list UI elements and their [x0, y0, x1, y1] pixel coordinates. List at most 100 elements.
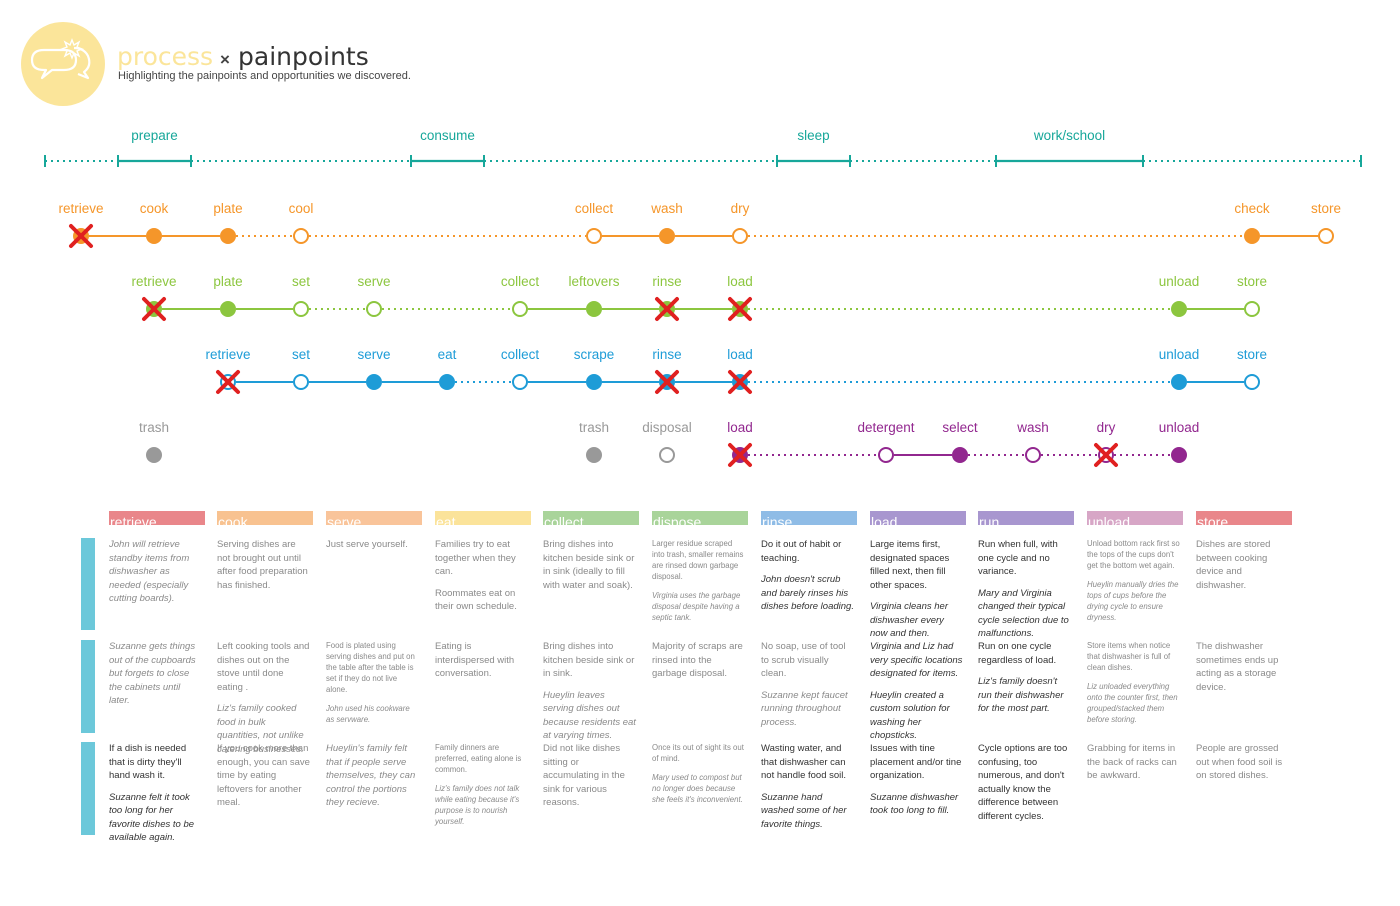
- grid-cell-note: Left cooking tools and dishes out on the…: [217, 641, 310, 693]
- column-header: serve: [326, 511, 422, 525]
- grid-cell: Bring dishes into kitchen beside sink or…: [543, 538, 636, 630]
- node-marker-hollow: [293, 228, 309, 244]
- node-marker-filled: [1244, 228, 1260, 244]
- grid-cell: Store items when notice that dishwasher …: [1087, 640, 1180, 733]
- logo-circle: [21, 22, 105, 106]
- painpoint-cross-icon: [728, 297, 752, 321]
- grid-cell: The dishwasher sometimes ends up acting …: [1196, 640, 1289, 733]
- grid-cell-note: The dishwasher sometimes ends up acting …: [1196, 641, 1279, 693]
- process-node-label: retrieve: [58, 201, 103, 216]
- process-node: plate: [213, 201, 243, 244]
- process-node: retrieve: [131, 274, 177, 321]
- grid-cell-note: Liz's family cooked food in bulk quantit…: [217, 703, 304, 755]
- column-header: unload: [1087, 511, 1183, 525]
- node-marker-filled: [146, 447, 162, 463]
- grid-cell: Run when full, with one cycle and no var…: [978, 538, 1071, 639]
- grid-cell: Did not like dishes sitting or accumulat…: [543, 742, 636, 835]
- process-node: disposal: [642, 420, 692, 463]
- grid-cell-note: Serving dishes are not brought out until…: [217, 539, 308, 591]
- process-node: check: [1234, 201, 1270, 244]
- grid-cell-note: Majority of scraps are rinsed into the g…: [652, 641, 743, 679]
- painpoint-cross-icon: [728, 370, 752, 394]
- process-node: cook: [140, 201, 169, 244]
- process-node: plate: [213, 274, 243, 317]
- grid-cell-note: Run on one cycle regardless of load.: [978, 641, 1057, 666]
- grid-cell-note: Hueylin leaves serving dishes out becaus…: [543, 689, 636, 742]
- row-label: said: [67, 538, 95, 630]
- node-marker-filled: [586, 301, 602, 317]
- grid-cell-note: Liz's family doesn't run their dishwashe…: [978, 676, 1064, 714]
- process-node-label: store: [1311, 201, 1341, 216]
- process-node-label: load: [727, 420, 753, 435]
- grid-cell-note: Suzanne dishwasher took too long to fill…: [870, 791, 959, 817]
- row-label: did: [67, 640, 95, 733]
- node-marker-hollow: [1244, 374, 1260, 390]
- process-node: leftovers: [568, 274, 620, 317]
- process-node: rinse: [652, 347, 682, 394]
- grid-cell: Serving dishes are not brought out until…: [217, 538, 310, 630]
- grid-cell: Majority of scraps are rinsed into the g…: [652, 640, 745, 733]
- process-node-label: eat: [438, 347, 457, 362]
- phase-label: work/school: [1033, 128, 1105, 143]
- process-node-label: rinse: [652, 274, 681, 289]
- process-node-label: dry: [731, 201, 750, 216]
- grid-cell-note: Food is plated using serving dishes and …: [326, 641, 415, 694]
- process-node: collect: [501, 347, 540, 390]
- process-node: detergent: [857, 420, 915, 463]
- process-node-label: collect: [501, 274, 540, 289]
- grid-cell: John will retrieve standby items from di…: [109, 538, 202, 630]
- grid-cell: Families try to eat together when they c…: [435, 538, 528, 630]
- grid-cell-note: No soap, use of tool to scrub visually c…: [761, 641, 846, 679]
- process-node-label: select: [942, 420, 978, 435]
- node-marker-filled: [586, 374, 602, 390]
- process-node: unload: [1159, 420, 1199, 463]
- process-node-label: detergent: [857, 420, 914, 435]
- process-node-label: cook: [140, 201, 169, 216]
- process-node: collect: [501, 274, 540, 317]
- process-node-label: plate: [213, 201, 242, 216]
- node-marker-filled: [366, 374, 382, 390]
- grid-cell: Large items first, designated spaces fil…: [870, 538, 963, 639]
- process-node: retrieve: [205, 347, 251, 394]
- node-marker-hollow: [586, 228, 602, 244]
- grid-cell: Once its out of sight its out of mind.Ma…: [652, 742, 745, 835]
- process-node-label: disposal: [642, 420, 692, 435]
- grid-cell-note: People are grossed out when food soil is…: [1196, 743, 1283, 781]
- grid-cell-note: John used his cookware as servware.: [326, 704, 410, 724]
- grid-cell: No soap, use of tool to scrub visually c…: [761, 640, 854, 733]
- grid-cell-note: Mary and Virginia changed their typical …: [978, 587, 1069, 640]
- process-node-label: load: [727, 347, 753, 362]
- grid-cell-note: Hueylin created a custom solution for wa…: [870, 689, 950, 742]
- grid-cell-note: Roommates eat on their own schedule.: [435, 587, 517, 613]
- grid-cell: If a dish is needed that is dirty they'l…: [109, 742, 202, 843]
- painpoint-cross-icon: [216, 370, 240, 394]
- phase-label: sleep: [797, 128, 829, 143]
- grid-cell: People are grossed out when food soil is…: [1196, 742, 1289, 835]
- grid-cell: Larger residue scraped into trash, small…: [652, 538, 745, 630]
- grid-cell-note: Virginia cleans her dishwasher every now…: [870, 601, 948, 639]
- node-marker-filled: [220, 301, 236, 317]
- grid-cell-note: Unload bottom rack first so the tops of …: [1087, 539, 1180, 570]
- node-marker-filled: [146, 228, 162, 244]
- process-node-label: collect: [501, 347, 540, 362]
- grid-cell-note: Store items when notice that dishwasher …: [1087, 641, 1171, 672]
- process-node-label: retrieve: [205, 347, 250, 362]
- process-node-label: collect: [575, 201, 614, 216]
- grid-cell: Run on one cycle regardless of load. Liz'…: [978, 640, 1071, 733]
- process-node: rinse: [652, 274, 682, 321]
- process-node-label: plate: [213, 274, 242, 289]
- process-node-label: serve: [357, 274, 390, 289]
- grid-cell-note: Cycle options are too confusing, too num…: [978, 743, 1068, 822]
- painpoint-cross-icon: [655, 370, 679, 394]
- process-node: dry: [731, 201, 750, 244]
- title-process: process: [117, 42, 213, 71]
- grid-cell: Family dinners are preferred, eating alo…: [435, 742, 528, 835]
- node-marker-filled: [439, 374, 455, 390]
- grid-cell-note: Once its out of sight its out of mind.: [652, 743, 744, 763]
